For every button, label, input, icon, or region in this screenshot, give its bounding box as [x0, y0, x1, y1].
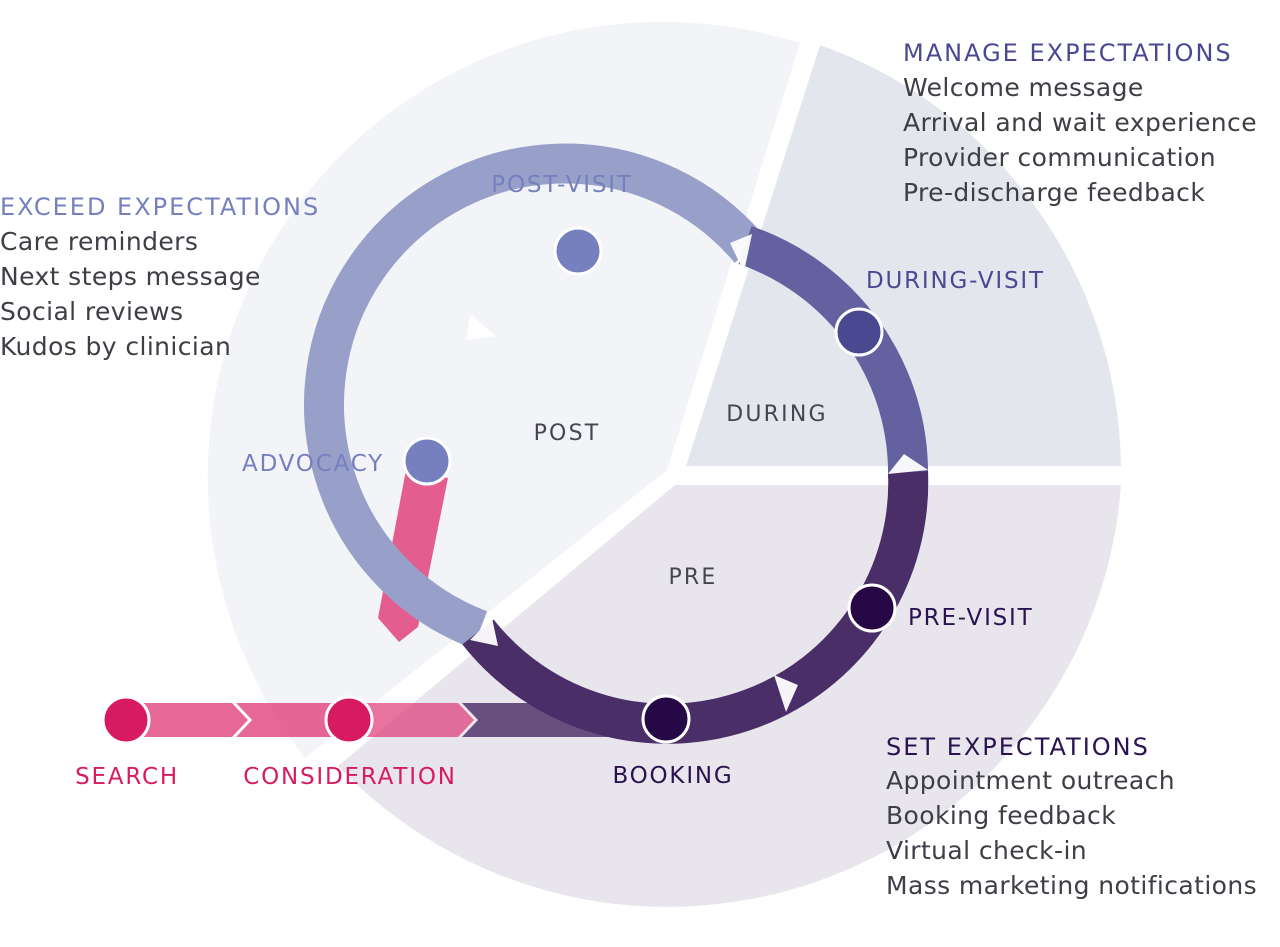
ring-arrow: [470, 618, 498, 646]
consideration-arrow: [236, 703, 333, 737]
stage-label-advocacy: ADVOCACY: [242, 451, 384, 477]
exceed-expectations-title: EXCEED EXPECTATIONS: [0, 193, 320, 221]
manage-item: Arrival and wait experience: [903, 108, 1257, 137]
search-arrow: [126, 703, 248, 737]
advocacy-node: [402, 436, 452, 486]
manage-expectations-title: MANAGE EXPECTATIONS: [903, 39, 1233, 67]
set-expectations-title: SET EXPECTATIONS: [886, 733, 1150, 761]
phase-label-during: DURING: [726, 402, 828, 427]
ring-arc-post: [304, 143, 766, 649]
stage-label-search: SEARCH: [75, 764, 179, 790]
ring-arc-pre: [462, 471, 929, 744]
exceed-item: Kudos by clinician: [0, 332, 231, 361]
stage-label-post-visit: POST-VISIT: [491, 172, 632, 198]
set-item: Booking feedback: [886, 801, 1116, 830]
manage-expectations-group: MANAGE EXPECTATIONS Welcome message Arri…: [903, 39, 1257, 207]
exceed-item: Next steps message: [0, 262, 261, 291]
manage-item: Welcome message: [903, 73, 1144, 102]
exceed-item: Social reviews: [0, 297, 183, 326]
set-expectations-group: SET EXPECTATIONS Appointment outreach Bo…: [886, 733, 1257, 900]
stage-label-consideration: CONSIDERATION: [243, 764, 457, 790]
exceed-expectations-group: EXCEED EXPECTATIONS Care reminders Next …: [0, 193, 320, 361]
search-node: [101, 695, 151, 745]
stage-label-pre-visit: PRE-VISIT: [908, 605, 1033, 631]
set-item: Mass marketing notifications: [886, 871, 1257, 900]
post-sector: [207, 21, 800, 758]
exceed-item: Care reminders: [0, 227, 198, 256]
during-visit-node: [834, 307, 884, 357]
post-visit-node: [553, 226, 603, 276]
pre-visit-node: [847, 583, 897, 633]
phase-label-post: POST: [534, 421, 601, 446]
stage-label-during-visit: DURING-VISIT: [866, 268, 1045, 294]
set-item: Appointment outreach: [886, 766, 1175, 795]
ring-arrow: [730, 234, 752, 272]
booking-lead-arrow: [350, 703, 474, 737]
set-item: Virtual check-in: [886, 836, 1087, 865]
manage-item: Provider communication: [903, 143, 1216, 172]
ring-arrow: [466, 314, 496, 340]
during-sector: [686, 45, 1121, 466]
consideration-node: [324, 695, 374, 745]
booking-node: [641, 694, 691, 744]
phase-label-pre: PRE: [668, 565, 717, 590]
ring-arrow: [774, 675, 798, 712]
stage-label-booking: BOOKING: [612, 763, 733, 789]
manage-item: Pre-discharge feedback: [903, 178, 1205, 207]
ring-arrow: [888, 454, 928, 474]
